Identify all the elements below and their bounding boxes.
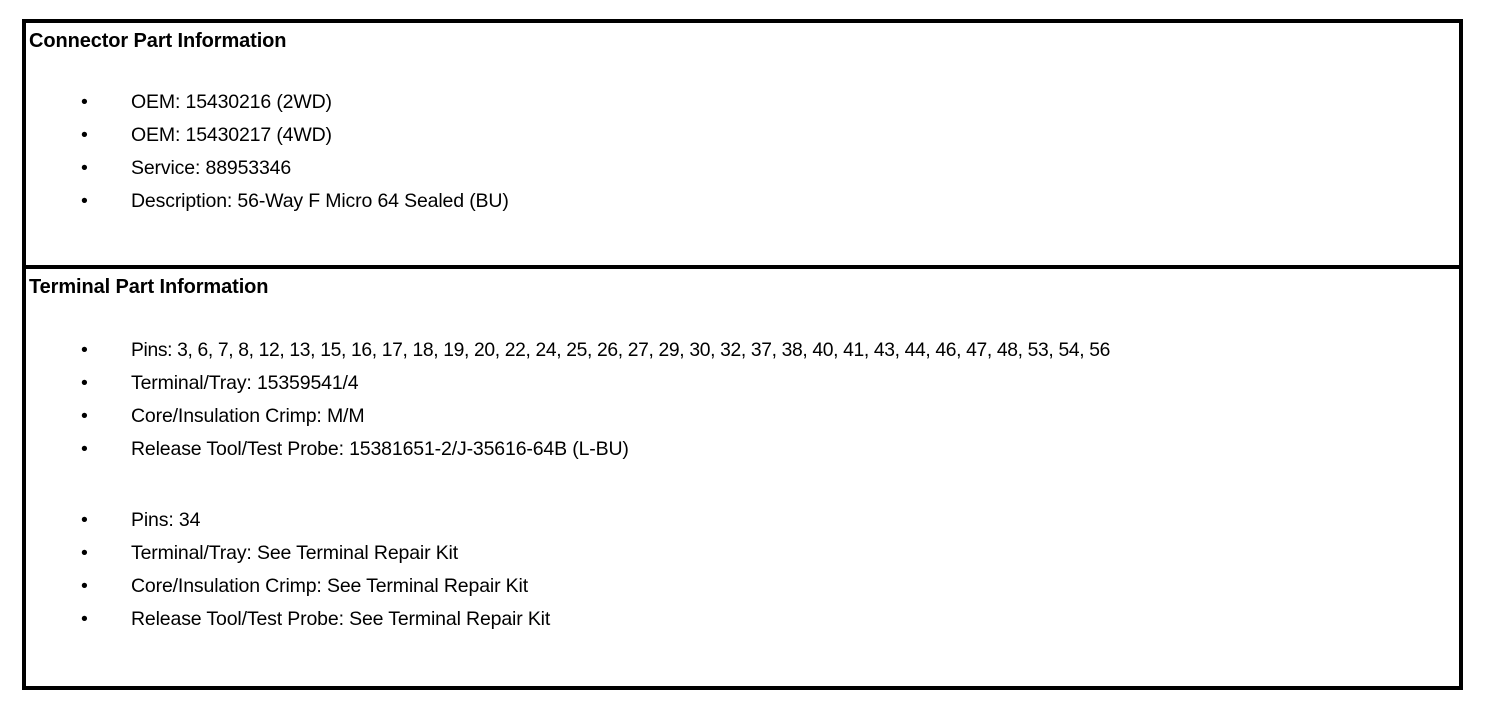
list-item: • Pins: 3, 6, 7, 8, 12, 13, 15, 16, 17, … [26,334,1459,367]
bullet-icon: • [81,190,88,212]
bullet-icon: • [81,542,88,564]
list-item-text: OEM: 15430217 (4WD) [131,124,332,146]
list-item: • Terminal/Tray: 15359541/4 [26,367,1459,400]
bullet-icon: • [81,509,88,531]
part-information-table: Connector Part Information • OEM: 154302… [22,19,1463,690]
connector-part-information-panel: Connector Part Information • OEM: 154302… [26,23,1459,269]
list-item-text: Release Tool/Test Probe: 15381651-2/J-35… [131,438,629,460]
bullet-icon: • [81,91,88,113]
list-item-text: Service: 88953346 [131,157,292,179]
list-item-text: Release Tool/Test Probe: See Terminal Re… [131,608,551,630]
bullet-icon: • [81,124,88,146]
list-item-text: Description: 56-Way F Micro 64 Sealed (B… [131,190,509,212]
bullet-icon: • [81,405,88,427]
list-item-text: Pins: 34 [131,509,201,531]
list-item: • Service: 88953346 [26,152,1459,185]
list-item: • OEM: 15430217 (4WD) [26,119,1459,152]
bullet-icon: • [81,575,88,597]
bullet-icon: • [81,438,88,460]
connector-bullet-group: • OEM: 15430216 (2WD) • OEM: 15430217 (4… [26,86,1459,218]
list-item: • Description: 56-Way F Micro 64 Sealed … [26,185,1459,218]
terminal-part-information-panel: Terminal Part Information • Pins: 3, 6, … [26,269,1459,686]
list-item: • OEM: 15430216 (2WD) [26,86,1459,119]
bullet-icon: • [81,157,88,179]
list-item: • Core/Insulation Crimp: See Terminal Re… [26,570,1459,603]
terminal-bullet-group-primary: • Pins: 3, 6, 7, 8, 12, 13, 15, 16, 17, … [26,334,1459,466]
list-item: • Terminal/Tray: See Terminal Repair Kit [26,537,1459,570]
list-item-text: Terminal/Tray: See Terminal Repair Kit [131,542,458,564]
list-item-text: Terminal/Tray: 15359541/4 [131,372,359,394]
list-item: • Pins: 34 [26,504,1459,537]
list-item: • Release Tool/Test Probe: See Terminal … [26,603,1459,636]
list-item-text: OEM: 15430216 (2WD) [131,91,332,113]
bullet-icon: • [81,372,88,394]
list-item-text: Pins: 3, 6, 7, 8, 12, 13, 15, 16, 17, 18… [131,340,1110,361]
connector-part-information-heading: Connector Part Information [29,30,287,52]
list-item-text: Core/Insulation Crimp: See Terminal Repa… [131,575,528,597]
bullet-icon: • [81,339,88,361]
terminal-part-information-heading: Terminal Part Information [29,276,269,298]
list-item: • Core/Insulation Crimp: M/M [26,400,1459,433]
list-item: • Release Tool/Test Probe: 15381651-2/J-… [26,433,1459,466]
terminal-bullet-group-secondary: • Pins: 34 • Terminal/Tray: See Terminal… [26,504,1459,636]
list-item-text: Core/Insulation Crimp: M/M [131,405,365,427]
bullet-icon: • [81,608,88,630]
